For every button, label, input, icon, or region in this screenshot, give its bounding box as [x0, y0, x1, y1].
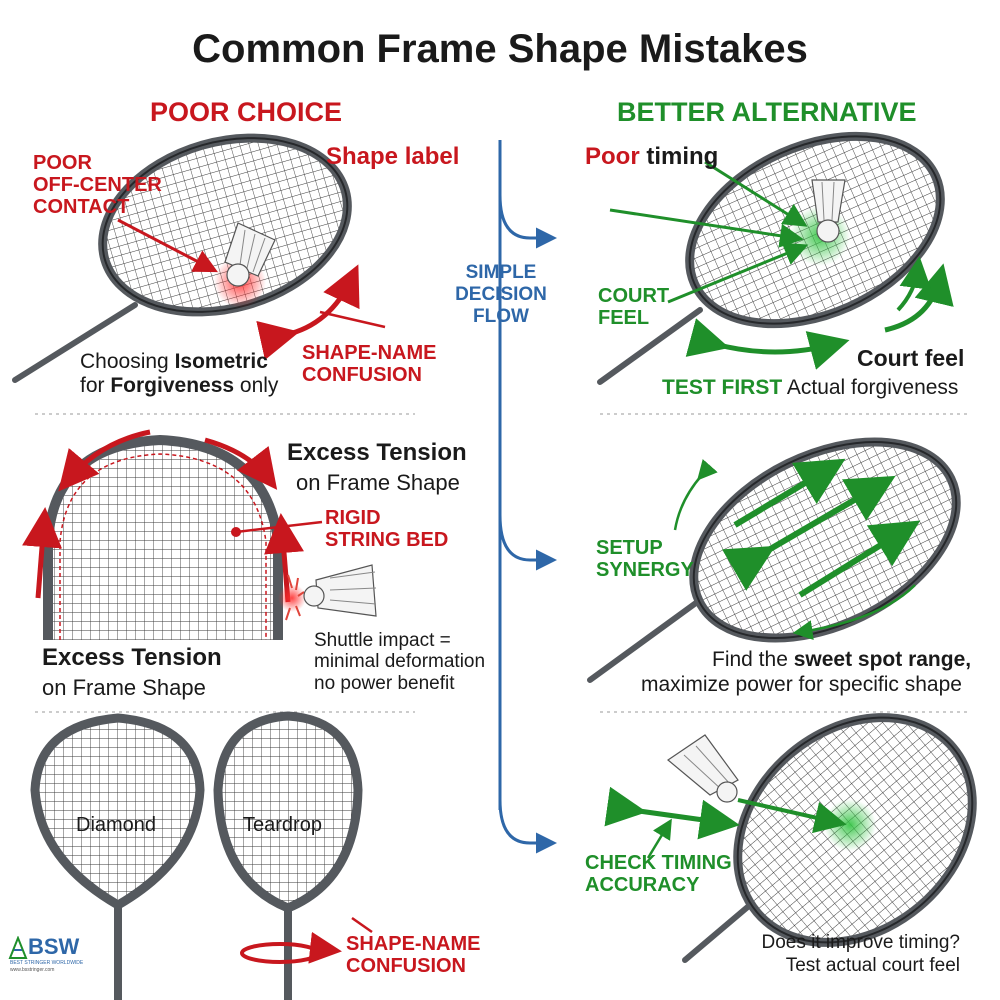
shape-label: Shape label [326, 143, 460, 170]
excess-tension-bottom-title: Excess Tension [42, 644, 222, 671]
caption-isometric: Choosing Isometric for Forgiveness only [80, 350, 279, 398]
maximize-caption: maximize power for specific shape [641, 673, 962, 696]
row-dividers [35, 413, 970, 713]
poor-contact-label: POOR OFF-CENTER CONTACT [33, 152, 162, 218]
teardrop-label: Teardrop [243, 814, 322, 836]
excess-tension-bottom-sub: on Frame Shape [42, 675, 206, 700]
racket-icon [30, 713, 205, 1000]
shot-arrow [737, 798, 847, 834]
timing-arrow [604, 786, 740, 840]
shape-name-confusion-label: SHAPE-NAME CONFUSION [302, 342, 437, 386]
bsw-logo: BSW BEST STRINGER WORLDWIDE www.bsstring… [8, 934, 84, 973]
poor-choice-header: POOR CHOICE [150, 97, 343, 127]
poor-timing-label: Poor timing [585, 143, 719, 170]
sweet-spot-caption: Find the sweet spot range, [712, 648, 972, 671]
timing-arrows [609, 160, 809, 304]
court-feel-label: COURT FEEL [598, 285, 670, 329]
racket-icon [43, 434, 283, 640]
shuttlecock-icon [811, 179, 846, 243]
racket-icon [213, 711, 363, 1000]
page-title: Common Frame Shape Mistakes [192, 27, 808, 71]
impact-burst-icon [278, 574, 306, 621]
sweet-spot-glow [824, 799, 876, 851]
racket-icon [597, 131, 945, 385]
check-timing-label: CHECK TIMING ACCURACY [585, 852, 732, 896]
shape-name-arrow [256, 264, 360, 360]
rotate-arrow [240, 942, 320, 964]
poor-contact-arrow [117, 218, 218, 273]
shuttlecock-icon [303, 564, 377, 617]
impact-caption: Shuttle impact = minimal deformation no … [314, 630, 486, 694]
shuttlecock-icon [667, 734, 739, 803]
curve-arrow [884, 263, 954, 333]
flow-label: SIMPLE DECISION FLOW [455, 262, 547, 327]
diamond-label: Diamond [76, 814, 157, 836]
rigid-string-bed-label: RIGID STRING BED [325, 507, 449, 551]
better-alternative-header: BETTER ALTERNATIVE [617, 97, 917, 127]
shape-name-confusion-label-2: SHAPE-NAME CONFUSION [346, 933, 481, 977]
logo-icon [8, 936, 28, 959]
improve-caption: Does it improve timing? Test actual cour… [761, 932, 960, 976]
power-arrows [721, 458, 921, 598]
court-feel-arrow [685, 318, 850, 370]
excess-tension-top-title: Excess Tension [287, 439, 467, 466]
court-feel-caption: Court feel [857, 345, 965, 371]
setup-arrow [673, 459, 718, 531]
setup-synergy-label: SETUP SYNERGY [596, 537, 694, 581]
test-first-caption: TEST FIRST Actual forgiveness [662, 376, 959, 399]
decision-flow [498, 140, 557, 854]
excess-tension-top-sub: on Frame Shape [296, 470, 460, 495]
